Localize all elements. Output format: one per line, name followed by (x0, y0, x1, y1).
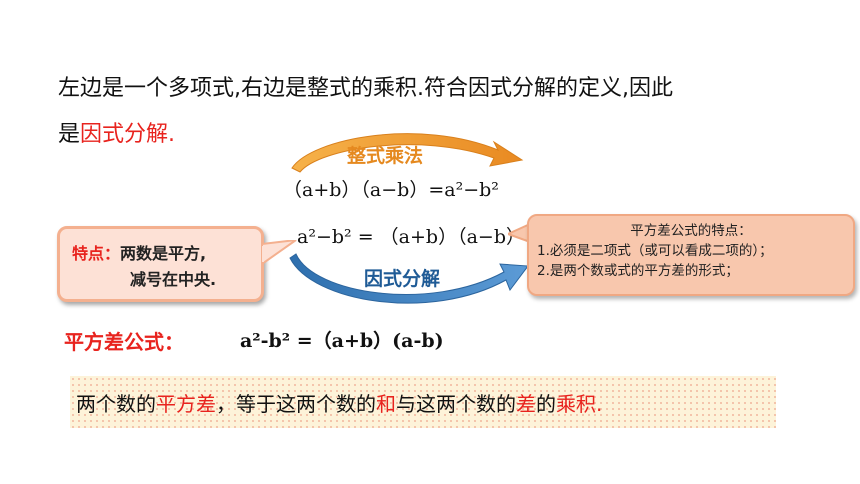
note-right-item-2: 2.是两个数或式的平方差的形式； (537, 263, 739, 279)
summary-part-2: 平方差 (156, 392, 216, 416)
equation-multiply-rhs: a²−b² (444, 179, 499, 201)
intro-line-2: 是因式分解. (58, 116, 175, 148)
intro-line-2-suffix: . (168, 122, 176, 147)
equation-multiply-lhs: （a+b）（a−b） (283, 179, 429, 201)
summary-part-1: 两个数的 (76, 392, 156, 416)
note-left-line-1: 特点：两数是平方, (72, 241, 261, 267)
multiply-arrow-label: 整式乘法 (347, 145, 424, 167)
summary-part-6: 差 (516, 392, 536, 416)
summary-part-3: ，等于这两个数的 (216, 392, 376, 416)
note-right-callout: 平方差公式的特点： 1.必须是二项式（或可以看成二项的）； 2.是两个数或式的平… (527, 214, 855, 296)
equation-multiply: （a+b）（a−b）=a²−b² (283, 175, 499, 202)
note-right-item-1: 1.必须是二项式（或可以看成二项的）； (537, 243, 773, 259)
equation-factor-rhs: （a+b）（a−b） (379, 226, 525, 248)
summary-part-5: 与这两个数的 (396, 392, 516, 416)
summary-part-9: . (596, 392, 603, 416)
factor-arrow-icon (289, 253, 529, 304)
note-left-title: 特点： (72, 244, 121, 263)
intro-line-1: 左边是一个多项式,右边是整式的乘积.符合因式分解的定义,因此 (58, 76, 673, 101)
intro-line-2-highlight: 因式分解 (80, 122, 169, 147)
equation-factor: a²−b² = （a+b）（a−b） (297, 222, 525, 249)
summary-part-7: 的 (536, 392, 556, 416)
formula-expression: a²-b² =（a+b）(a-b) (240, 330, 444, 352)
note-right-title: 平方差公式的特点： (630, 223, 752, 239)
note-left-callout: 特点：两数是平方, 减号在中央. (57, 226, 264, 302)
equation-factor-equals: = (351, 226, 380, 248)
formula-label: 平方差公式： (64, 330, 184, 354)
summary-part-8: 乘积 (556, 392, 596, 416)
note-left-pointer-icon (262, 240, 297, 266)
intro-line-2-prefix: 是 (58, 122, 81, 147)
equation-factor-lhs: a²−b² (297, 226, 352, 248)
summary-box: 两个数的平方差，等于这两个数的和与这两个数的差的乘积. (70, 376, 776, 428)
note-left-line-2: 减号在中央. (130, 270, 217, 289)
factor-arrow-label: 因式分解 (364, 268, 441, 290)
summary-part-4: 和 (376, 392, 396, 416)
note-left-text-1: 两数是平方, (120, 244, 207, 263)
equation-multiply-equals: = (428, 179, 445, 201)
multiply-arrow-icon (291, 133, 524, 173)
